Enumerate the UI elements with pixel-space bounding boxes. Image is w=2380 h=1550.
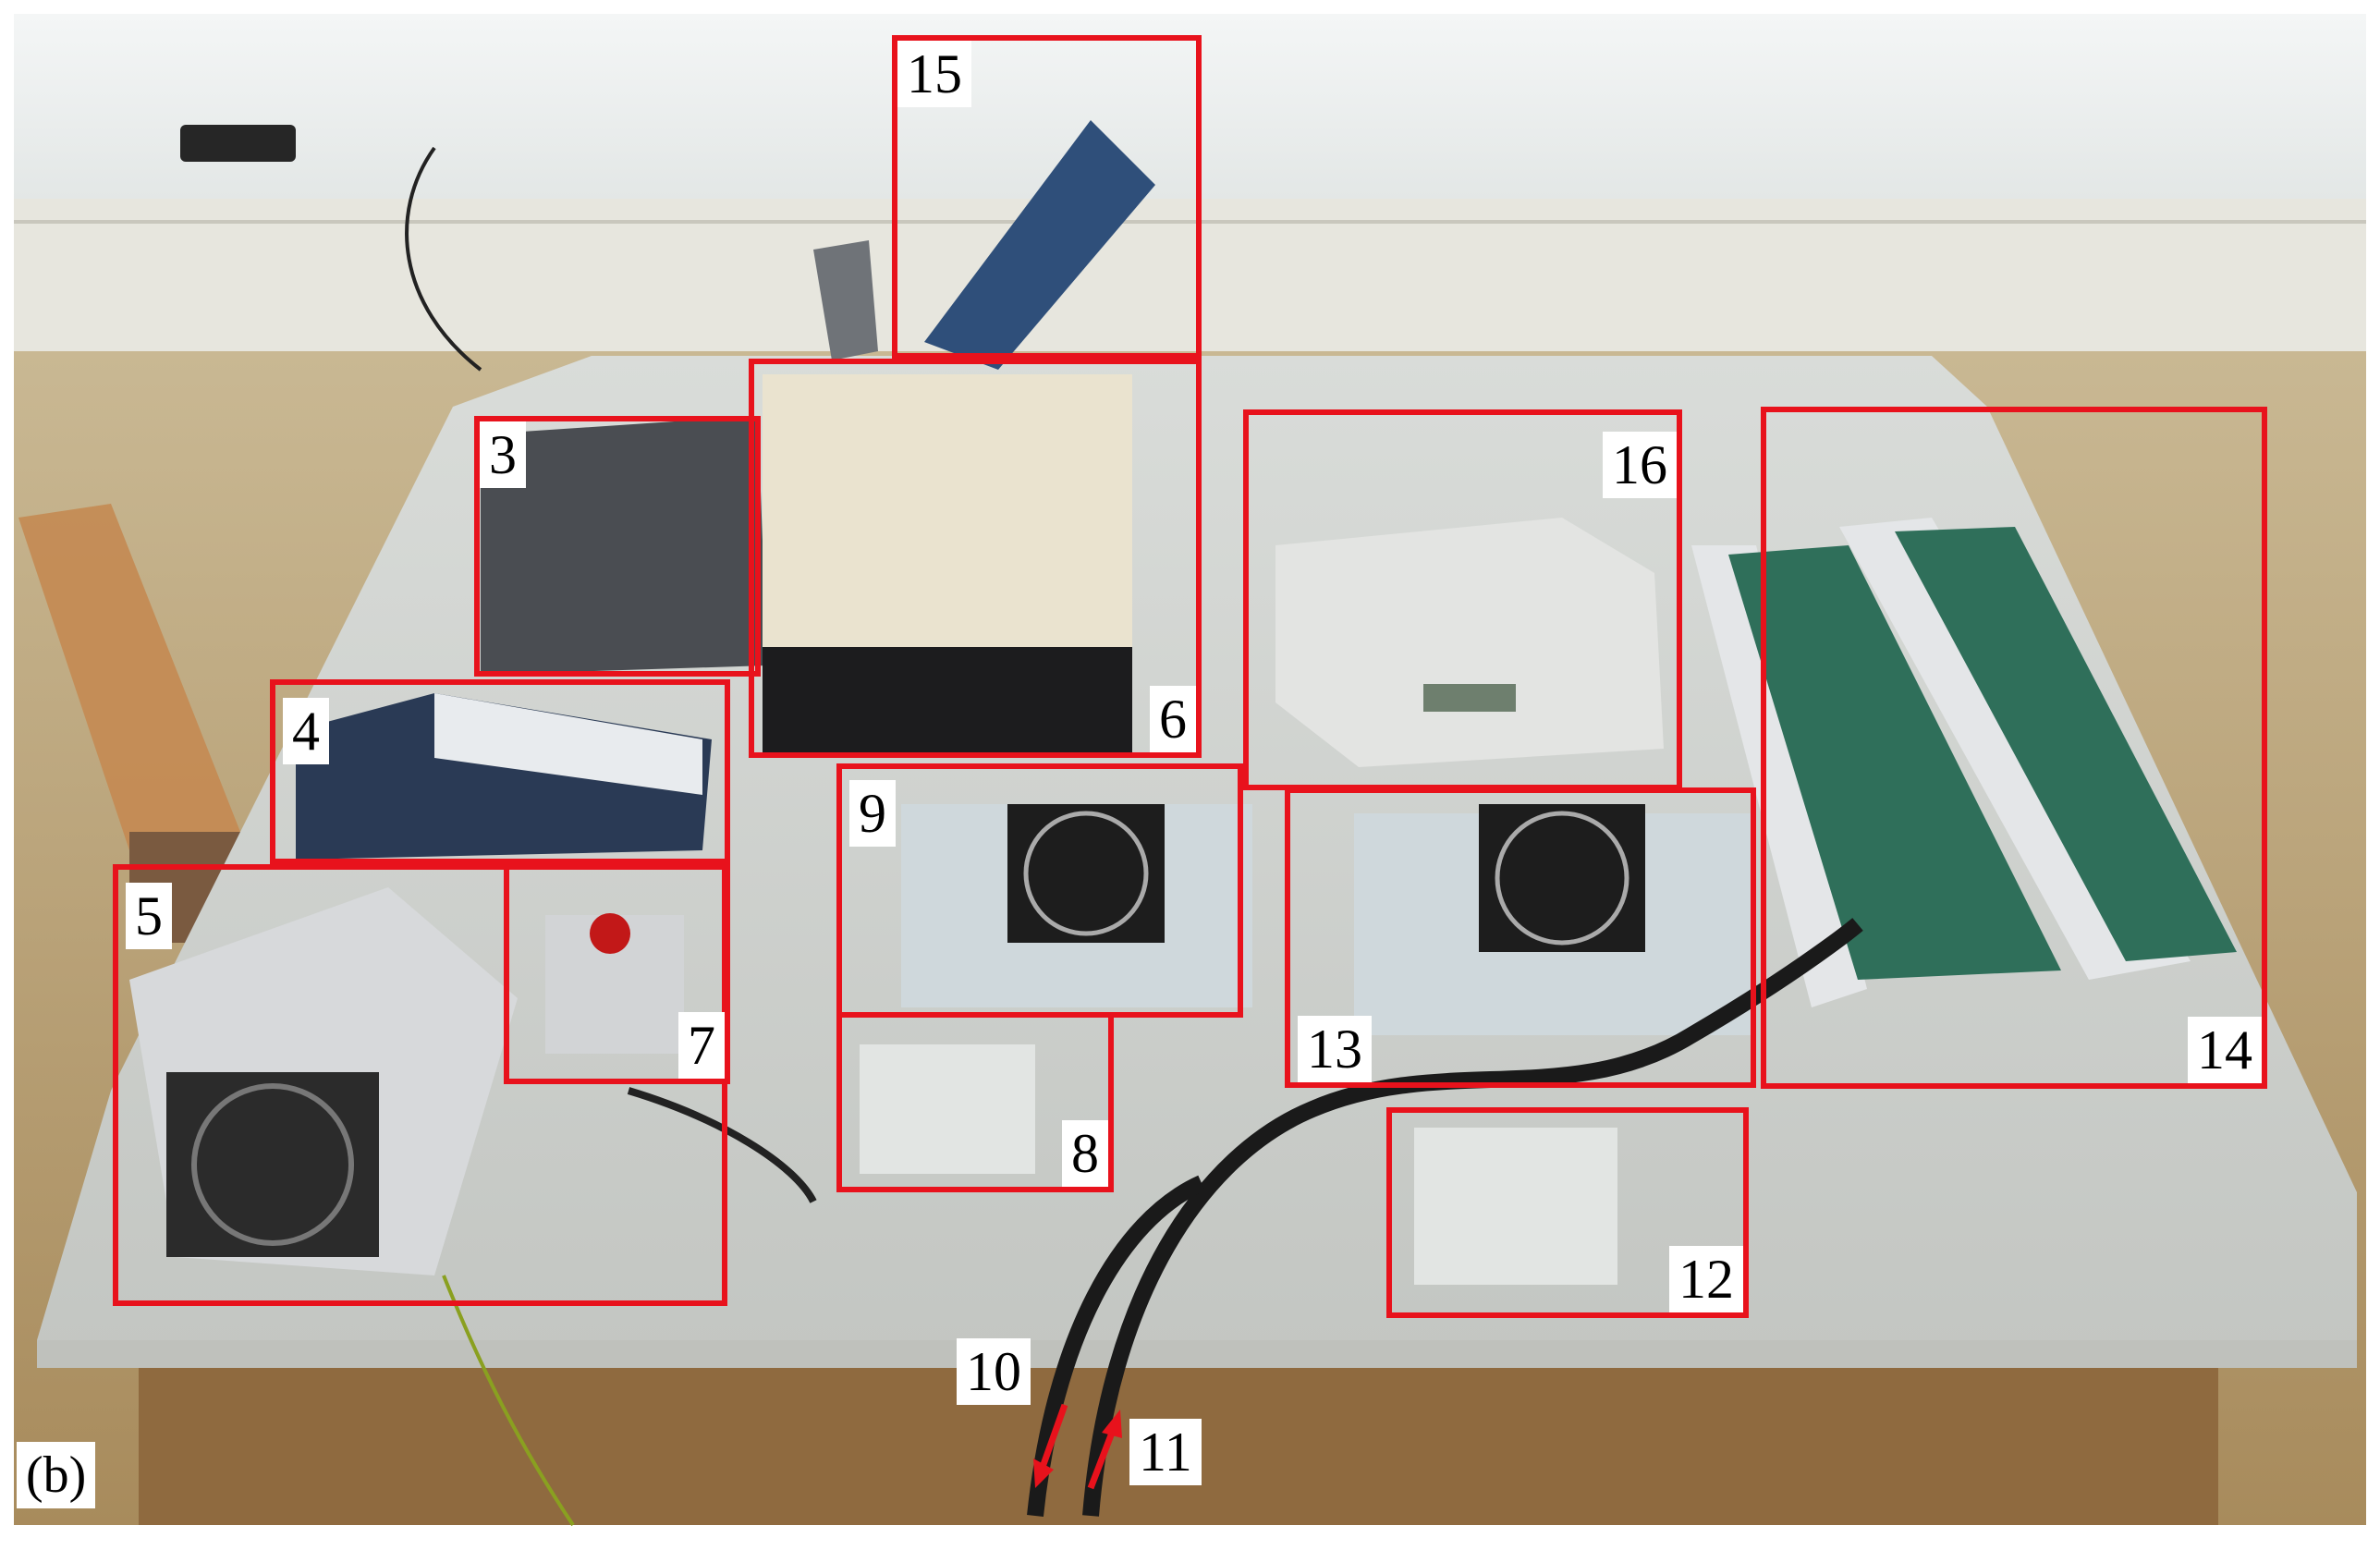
frame-6: 6	[749, 359, 1202, 758]
arrow-out-10	[1038, 1403, 1068, 1471]
callout-6: 6	[1150, 686, 1196, 752]
frame-13: 13	[1285, 787, 1756, 1088]
panel-label: (b)	[17, 1442, 96, 1508]
callout-10: 10	[957, 1338, 1031, 1405]
frame-12: 12	[1386, 1107, 1749, 1318]
callout-4: 4	[283, 698, 329, 764]
callout-13: 13	[1298, 1016, 1372, 1082]
frame-9: 9	[836, 763, 1243, 1018]
callout-16: 16	[1603, 432, 1677, 498]
callout-9: 9	[849, 780, 896, 847]
frame-3: 3	[474, 416, 761, 677]
arrow-in-11	[1087, 1426, 1117, 1490]
callout-3: 3	[480, 421, 526, 488]
callout-11: 11	[1129, 1419, 1202, 1485]
frame-16: 16	[1243, 409, 1682, 790]
callout-7: 7	[678, 1012, 725, 1079]
frame-15: 15	[892, 35, 1202, 359]
frame-8: 8	[836, 1012, 1114, 1192]
callout-15: 15	[897, 41, 971, 107]
frame-4: 4	[270, 679, 730, 864]
frame-5: 5	[113, 864, 727, 1306]
callout-5: 5	[126, 883, 172, 949]
callout-14: 14	[2188, 1017, 2262, 1083]
frame-14: 14	[1761, 407, 2267, 1089]
frame-7: 7	[504, 864, 730, 1084]
callout-8: 8	[1062, 1120, 1108, 1187]
callout-12: 12	[1669, 1246, 1743, 1312]
